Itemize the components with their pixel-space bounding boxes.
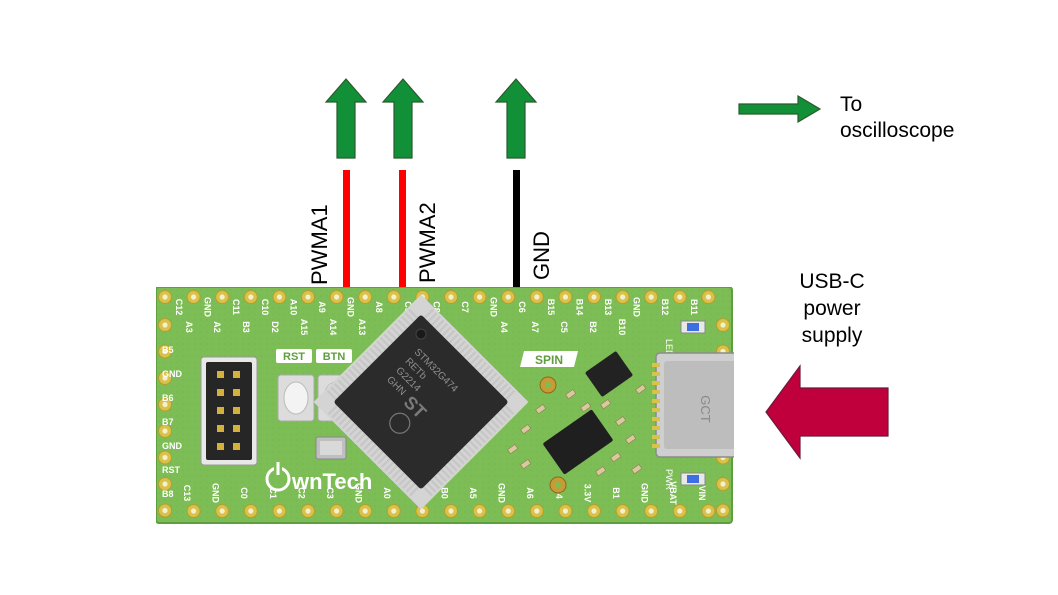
pin-label: C3: [325, 487, 335, 499]
pin-label: B15: [546, 299, 556, 316]
usb-silk: GCT: [698, 395, 713, 423]
signal-label-pwma2: PWMA2: [415, 202, 440, 283]
legend-line-1: To: [840, 93, 863, 116]
up-arrow-gnd: [494, 78, 538, 159]
pin-label: 3.3V: [582, 484, 592, 503]
wire-pwma1: [343, 170, 350, 303]
top-silk-labels: C12 GND C11 C10 A10 A9 GND A8 C9 C8 C7 GND C6 B15 B14 B…: [174, 297, 699, 318]
oscilloscope-arrows: [324, 78, 538, 159]
silk-spin: SPIN: [535, 353, 563, 367]
pin-label: D2: [270, 321, 280, 333]
pin-label: A0: [382, 487, 392, 499]
signal-label-gnd: GND: [529, 231, 554, 280]
pin-label: C2: [296, 487, 306, 499]
pin-label: C5: [559, 321, 569, 333]
pin-label: VIN: [697, 485, 707, 500]
pin-label: A6: [525, 487, 535, 499]
pin-label: GND: [489, 297, 499, 318]
bottom-pin-row: [158, 504, 716, 518]
pin-label: GND: [497, 483, 507, 504]
legend-label: To oscilloscope: [840, 92, 954, 144]
pin-label: A10: [288, 299, 298, 316]
pin-label: GND: [162, 369, 183, 379]
legend-line-2: oscilloscope: [840, 119, 955, 142]
pin-label: C10: [260, 299, 270, 316]
signal-label-pwma1: PWMA1: [307, 204, 332, 285]
pin-label: GND: [632, 297, 642, 318]
pin-label: B3: [241, 321, 251, 333]
pin-label: GND: [203, 297, 213, 318]
pin-label: B0: [439, 487, 449, 499]
rst-button[interactable]: [277, 374, 315, 422]
pin-label: A7: [530, 321, 540, 333]
spin-badge: SPIN: [520, 351, 578, 367]
pin-label: C6: [517, 301, 527, 313]
silk-led: LED: [664, 339, 674, 357]
pin-label: A14: [328, 319, 338, 336]
pin-label: C7: [460, 301, 470, 313]
pin-label: C9: [403, 301, 413, 313]
pin-label: VBAT: [668, 481, 678, 505]
silk-btn: BTN: [323, 351, 346, 363]
jtag-connector: [200, 356, 258, 466]
pin-label: A9: [317, 301, 327, 313]
pin-label: GND: [346, 297, 356, 318]
pin-label: B1: [611, 487, 621, 499]
wire-gnd: [513, 170, 520, 303]
pin-label: A13: [357, 319, 367, 336]
pin-label: A8: [374, 301, 384, 313]
owntech-logo: wnTech: [265, 461, 372, 494]
pin-label: C1: [268, 487, 278, 499]
usb-c-connector: GCT: [652, 352, 734, 458]
pin-label: B10: [617, 319, 627, 336]
pin-label: B5: [162, 345, 174, 355]
pin-label: B14: [574, 299, 584, 316]
pin-label: C0: [239, 487, 249, 499]
silk-rst: RST: [283, 351, 305, 363]
power-label: USB-C power supply: [776, 268, 888, 349]
pin-label: B13: [603, 299, 613, 316]
pin-label: RST: [162, 465, 181, 475]
pin-label: B6: [162, 393, 174, 403]
pin-label: A15: [299, 319, 309, 336]
pin-label: GND: [354, 483, 364, 504]
pin-label: C11: [231, 299, 241, 315]
wire-pwma2: [399, 170, 406, 303]
second-row-silk-labels: A3 A2 B3 D2 A15 A14 A13 A4 A7 C5 B2 B10: [184, 319, 627, 336]
top-pin-row: [158, 290, 716, 304]
power-arrow: [765, 364, 889, 460]
pin-label: A5: [468, 487, 478, 499]
pin-label: B7: [162, 417, 174, 427]
mcu-chip: [313, 294, 529, 510]
power-line-2: power: [803, 297, 861, 320]
legend-arrow: [738, 95, 822, 123]
pin-label: GND: [640, 483, 650, 504]
silk-pwr: PWR: [664, 469, 674, 490]
up-arrow-pwma1: [324, 78, 368, 159]
power-line-1: USB-C: [799, 270, 865, 293]
power-line-3: supply: [801, 324, 863, 347]
pin-label: A3: [184, 321, 194, 333]
pin-label: C8: [431, 301, 441, 313]
left-pin-column: [158, 318, 172, 518]
up-arrow-pwma2: [381, 78, 425, 159]
pin-label: B11: [689, 299, 699, 315]
svg-text:wnTech: wnTech: [291, 469, 372, 494]
pin-label: B2: [588, 321, 598, 333]
pin-label: A2: [212, 321, 222, 333]
pin-label: B8: [162, 489, 174, 499]
pin-label: B12: [660, 299, 670, 316]
pin-label: GND: [162, 441, 183, 451]
pin-label: A4: [499, 321, 509, 333]
pin-label: C12: [174, 299, 184, 316]
pin-label: C13: [182, 485, 192, 502]
pin-label: GND: [211, 483, 221, 504]
